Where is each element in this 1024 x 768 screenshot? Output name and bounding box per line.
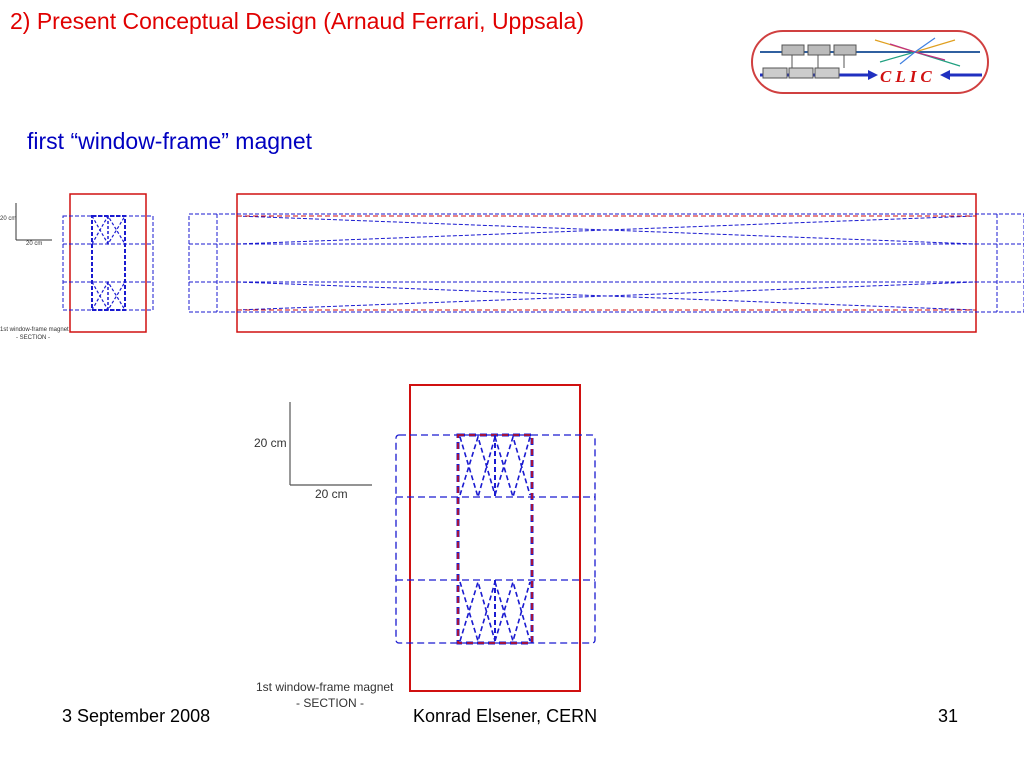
small-core [91,215,126,311]
large-scale-v-label: 20 cm [254,436,287,450]
large-scale-h-label: 20 cm [315,487,348,501]
small-caption-line2: - SECTION - [16,335,50,341]
slide-subtitle: first “window-frame” magnet [27,128,313,154]
footer-page-number: 31 [938,706,959,726]
long-frame [236,193,977,333]
large-outline [395,434,596,644]
small-scale-v-label: 20 cm [0,216,16,222]
small-section-diagram: 20 cm 20 cm 1st window-frame magnet - SE… [0,193,154,341]
small-frame [69,193,147,333]
large-caption-line2: - SECTION - [296,696,364,710]
large-caption-line1: 1st window-frame magnet [256,680,394,694]
slide-title: 2) Present Conceptual Design (Arnaud Fer… [10,8,584,34]
small-caption-line1: 1st window-frame magnet [0,327,69,333]
long-side-view [188,193,1024,333]
small-scale-h-label: 20 cm [26,241,42,247]
clic-logo-text: CLIC [880,67,936,86]
large-section-diagram: 20 cm 20 cm 1st window-frame magnet - SE… [254,384,596,710]
large-frame [409,384,581,692]
footer-date: 3 September 2008 [62,706,211,726]
small-outline [62,215,154,311]
footer-author: Konrad Elsener, CERN [413,706,598,726]
